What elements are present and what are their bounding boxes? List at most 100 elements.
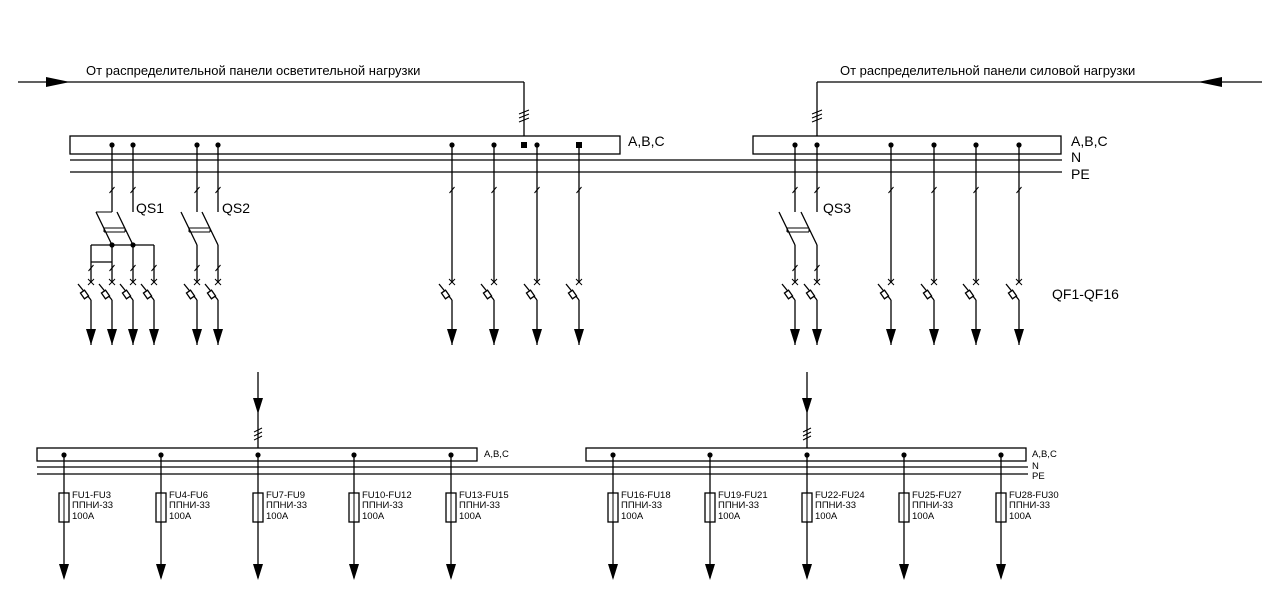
- phase-tick: [449, 186, 455, 194]
- lower-feeds: [253, 372, 812, 455]
- feeder-arrow: [574, 329, 584, 345]
- contact-cross: [972, 278, 980, 286]
- phase-tick: [194, 186, 200, 194]
- fuse-type-label: ППНИ-33: [912, 500, 953, 511]
- qs1-breaker-0: [77, 262, 96, 345]
- phase-tick: [194, 264, 200, 272]
- feeder-arrow: [192, 329, 202, 345]
- fuse-rating-label: 100A: [72, 511, 95, 522]
- phase-tick: [792, 186, 798, 194]
- outgoing-feeders: [77, 142, 1024, 345]
- qs2-breaker-0: [183, 245, 202, 345]
- bus-abc-label-right: A,B,C: [1071, 133, 1108, 149]
- thermal-release: [100, 289, 111, 300]
- feeder-arrow: [128, 329, 138, 345]
- fuse-id-label: FU22-FU24: [815, 490, 865, 501]
- phase-tick: [151, 264, 157, 272]
- feeder-arrow: [790, 329, 800, 345]
- feeder-arrow: [532, 329, 542, 345]
- phase-tick: [814, 264, 820, 272]
- fuse-id-label: FU19-FU21: [718, 490, 768, 501]
- feeder-arrow: [107, 329, 117, 345]
- qs1-breaker-3: [140, 262, 159, 345]
- phase-tick: [88, 264, 94, 272]
- qs1-switch: [95, 211, 134, 246]
- feeder-arrow: [213, 329, 223, 345]
- qs1-breaker-1: [98, 262, 117, 345]
- contact-cross: [193, 278, 201, 286]
- feeder-arrow: [971, 329, 981, 345]
- contact-cross: [813, 278, 821, 286]
- contact-cross: [791, 278, 799, 286]
- contact-cross: [490, 278, 498, 286]
- thermal-release: [121, 289, 132, 300]
- feeder-arrow: [489, 329, 499, 345]
- thermal-release: [879, 289, 890, 300]
- qs2-switch: [180, 211, 219, 246]
- bus-abc-label-left: A,B,C: [628, 133, 665, 149]
- phase-tick: [973, 186, 979, 194]
- feeder-arrow: [608, 564, 618, 580]
- contact-cross: [150, 278, 158, 286]
- qs2-label: QS2: [222, 200, 250, 216]
- circuit-breaker-right-3: [1005, 145, 1024, 345]
- thermal-release: [79, 289, 90, 300]
- phase-tick: [491, 186, 497, 194]
- contact-cross: [87, 278, 95, 286]
- thermal-release: [964, 289, 975, 300]
- fuse-id-label: FU7-FU9: [266, 490, 305, 501]
- thermal-release: [440, 289, 451, 300]
- qf-range-label: QF1-QF16: [1052, 286, 1119, 302]
- thermal-release: [185, 289, 196, 300]
- fuse-rating-label: 100A: [459, 511, 482, 522]
- fuse-id-label: FU4-FU6: [169, 490, 208, 501]
- feeder-arrow: [929, 329, 939, 345]
- qs1-breaker-2: [119, 262, 138, 345]
- bus-abc-right: [752, 135, 1062, 155]
- fuse-id-label: FU16-FU18: [621, 490, 671, 501]
- fuse-rating-label: 100A: [266, 511, 289, 522]
- fuse-rating-label: 100A: [621, 511, 644, 522]
- fuse-feeders: FU1-FU3ППНИ-33100AFU4-FU6ППНИ-33100AFU7-…: [58, 452, 1059, 580]
- qs3-breaker-0: [781, 245, 800, 345]
- fuse-rating-label: 100A: [912, 511, 935, 522]
- contact-cross: [214, 278, 222, 286]
- phase-tick: [931, 186, 937, 194]
- phase-tick: [792, 264, 798, 272]
- thermal-release: [783, 289, 794, 300]
- fuse-type-label: ППНИ-33: [362, 500, 403, 511]
- lower-bus-abc-label-left: A,B,C: [484, 449, 509, 460]
- phase-tick: [130, 186, 136, 194]
- fuse-rating-label: 100A: [815, 511, 838, 522]
- phase-tick: [215, 186, 221, 194]
- fuse-id-label: FU25-FU27: [912, 490, 962, 501]
- lower-bus-n-label: N: [1032, 461, 1039, 472]
- feeder-arrow: [899, 564, 909, 580]
- contact-cross: [129, 278, 137, 286]
- lighting-feed: От распределительной панели осветительно…: [18, 63, 530, 145]
- phase-tick: [534, 186, 540, 194]
- fuse-type-label: ППНИ-33: [718, 500, 759, 511]
- fuse-id-label: FU28-FU30: [1009, 490, 1059, 501]
- fuse-id-label: FU1-FU3: [72, 490, 111, 501]
- phase-tick: [109, 186, 115, 194]
- feeder-arrow: [705, 564, 715, 580]
- fuse-type-label: ППНИ-33: [72, 500, 113, 511]
- power-feed-label: От распределительной панели силовой нагр…: [840, 63, 1135, 78]
- feeder-arrow: [447, 329, 457, 345]
- contact-cross: [448, 278, 456, 286]
- qs3-switch: [778, 211, 818, 246]
- fuse-rating-label: 100A: [169, 511, 192, 522]
- qs3-label: QS3: [823, 200, 851, 216]
- thermal-release: [922, 289, 933, 300]
- feeder-arrow: [253, 564, 263, 580]
- lower-bus-abc-label-right: A,B,C: [1032, 449, 1057, 460]
- feeder-arrow: [886, 329, 896, 345]
